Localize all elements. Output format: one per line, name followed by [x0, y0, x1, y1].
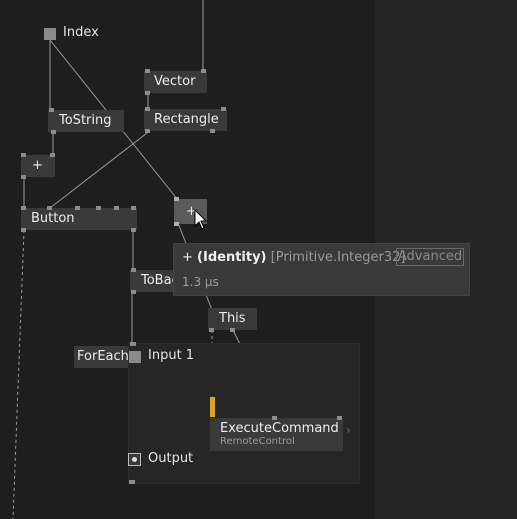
pin-out[interactable] — [131, 228, 136, 232]
pin-out[interactable] — [21, 228, 26, 232]
add-node-small-label: + — [32, 158, 43, 173]
input-pad-label: Input 1 — [148, 348, 195, 363]
chevron-right-icon[interactable]: › — [346, 423, 351, 437]
pin-out[interactable] — [21, 175, 26, 179]
tooltip-timing: 1.3 µs — [182, 275, 219, 289]
pin-out[interactable] — [145, 129, 150, 133]
pin-in[interactable] — [114, 206, 119, 210]
pin-in[interactable] — [145, 69, 150, 73]
toback-node-label: ToBac — [141, 273, 179, 288]
pin-in[interactable] — [21, 153, 26, 157]
pin-in[interactable] — [201, 69, 206, 73]
node-tooltip: + (Identity) [Primitive.Integer32] Advan… — [173, 243, 470, 296]
wire-rectangle-button — [49, 132, 148, 209]
index-pad-square[interactable] — [44, 28, 56, 40]
add-node-hovered-label: + — [186, 204, 197, 219]
pin-in[interactable] — [21, 206, 26, 210]
this-node[interactable]: This — [208, 308, 257, 332]
tooltip-name: (Identity) — [197, 250, 267, 265]
pin-out[interactable] — [174, 222, 179, 226]
execute-command-node[interactable]: ExecuteCommand RemoteControl — [210, 397, 343, 451]
tooltip-type: [Primitive.Integer32] — [270, 250, 406, 265]
pin-in[interactable] — [131, 206, 136, 210]
button-node-label: Button — [31, 211, 75, 226]
pin-in[interactable] — [131, 268, 136, 272]
vector-node[interactable]: Vector — [144, 69, 207, 95]
toback-node[interactable]: ToBac — [130, 268, 180, 294]
pin-in[interactable] — [174, 197, 179, 201]
pin-in[interactable] — [221, 107, 226, 111]
output-pad-label: Output — [148, 451, 194, 466]
pin-in[interactable] — [96, 206, 101, 210]
region-bottom-pin[interactable] — [129, 480, 135, 484]
radio-dot-icon — [132, 457, 137, 462]
execute-command-subtitle: RemoteControl — [220, 436, 295, 447]
pin-in[interactable] — [272, 416, 277, 420]
pin-in[interactable] — [50, 153, 55, 157]
pin-out[interactable] — [210, 129, 215, 133]
region-top-pin[interactable] — [130, 342, 136, 346]
pin-in[interactable] — [145, 107, 150, 111]
pin-out[interactable] — [230, 328, 235, 332]
foreach-node-label: ForEach — [77, 349, 129, 364]
vector-node-label: Vector — [154, 74, 196, 89]
advanced-button[interactable]: Advanced — [396, 248, 464, 266]
index-pad-label: Index — [63, 25, 99, 40]
pin-in[interactable] — [75, 206, 80, 210]
pin-in[interactable] — [49, 108, 54, 112]
execute-command-title: ExecuteCommand — [220, 421, 339, 436]
this-node-label: This — [219, 311, 246, 326]
pin-out[interactable] — [131, 290, 136, 294]
pin-out[interactable] — [145, 91, 150, 95]
rectangle-node[interactable]: Rectangle — [144, 107, 227, 133]
pin-in[interactable] — [47, 206, 52, 210]
tooltip-prefix: + — [182, 250, 193, 265]
tostring-node-label: ToString — [59, 113, 112, 128]
highlighted-pin[interactable] — [210, 397, 215, 417]
foreach-node[interactable]: ForEach — [74, 346, 129, 368]
button-node[interactable]: Button — [21, 206, 137, 232]
output-pad-radio[interactable] — [128, 453, 141, 466]
tooltip-title: + (Identity) [Primitive.Integer32] — [182, 250, 405, 265]
pin-in[interactable] — [337, 416, 342, 420]
wire-button-down-dashed — [12, 229, 25, 519]
rectangle-node-label: Rectangle — [154, 112, 219, 127]
input-pad-square[interactable] — [129, 351, 141, 363]
foreach-region[interactable] — [128, 343, 360, 484]
tostring-node[interactable]: ToString — [48, 108, 124, 134]
add-node-small[interactable]: + — [21, 153, 55, 179]
pin-out[interactable] — [209, 328, 214, 332]
pin-out[interactable] — [51, 130, 56, 134]
arrow-cursor-icon — [194, 209, 208, 230]
